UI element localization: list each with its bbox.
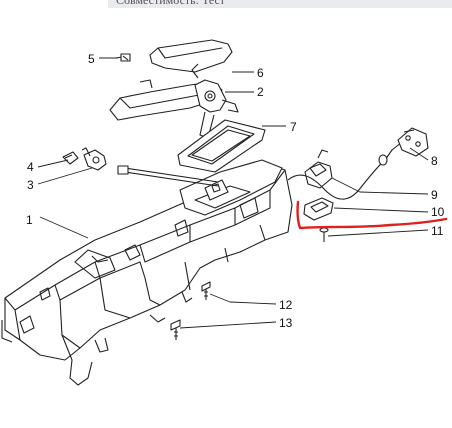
- leader-lines: [37, 57, 429, 329]
- screw-13: [170, 319, 181, 340]
- clip-3: [81, 147, 107, 171]
- top-banner: Совместимость: Тест: [108, 0, 452, 8]
- cable-harness: [287, 141, 403, 200]
- screw-12: [201, 281, 211, 300]
- callout-7: 7: [290, 120, 297, 134]
- lever-rod: [117, 165, 219, 187]
- callout-12: 12: [279, 298, 293, 312]
- handbrake-lever: [109, 39, 239, 139]
- clip-4: [62, 151, 79, 165]
- bolt-5: [115, 53, 131, 62]
- part-10-clip: [303, 197, 334, 221]
- callout-1: 1: [26, 213, 33, 227]
- callout-5: 5: [88, 52, 95, 66]
- boot-frame: [177, 119, 266, 173]
- callout-13: 13: [279, 316, 293, 330]
- callout-10: 10: [431, 205, 445, 219]
- callout-2: 2: [257, 85, 264, 99]
- screw-11: [319, 227, 329, 242]
- console-upper: [179, 159, 283, 216]
- callout-4: 4: [27, 160, 34, 174]
- callout-11: 11: [431, 224, 444, 238]
- callout-6: 6: [257, 66, 264, 80]
- tunnel-bracket: [1, 164, 293, 386]
- callout-8: 8: [431, 154, 438, 168]
- part-9-bracket: [304, 149, 333, 189]
- callout-labels: 1 2 3 4 5 6 7 8 9 10 11 12 13: [26, 52, 445, 330]
- callout-9: 9: [431, 188, 438, 202]
- part-8-connector: [397, 127, 429, 157]
- callout-3: 3: [27, 178, 34, 192]
- banner-text: Совместимость: Тест: [116, 0, 226, 7]
- red-annotation: [296, 200, 448, 230]
